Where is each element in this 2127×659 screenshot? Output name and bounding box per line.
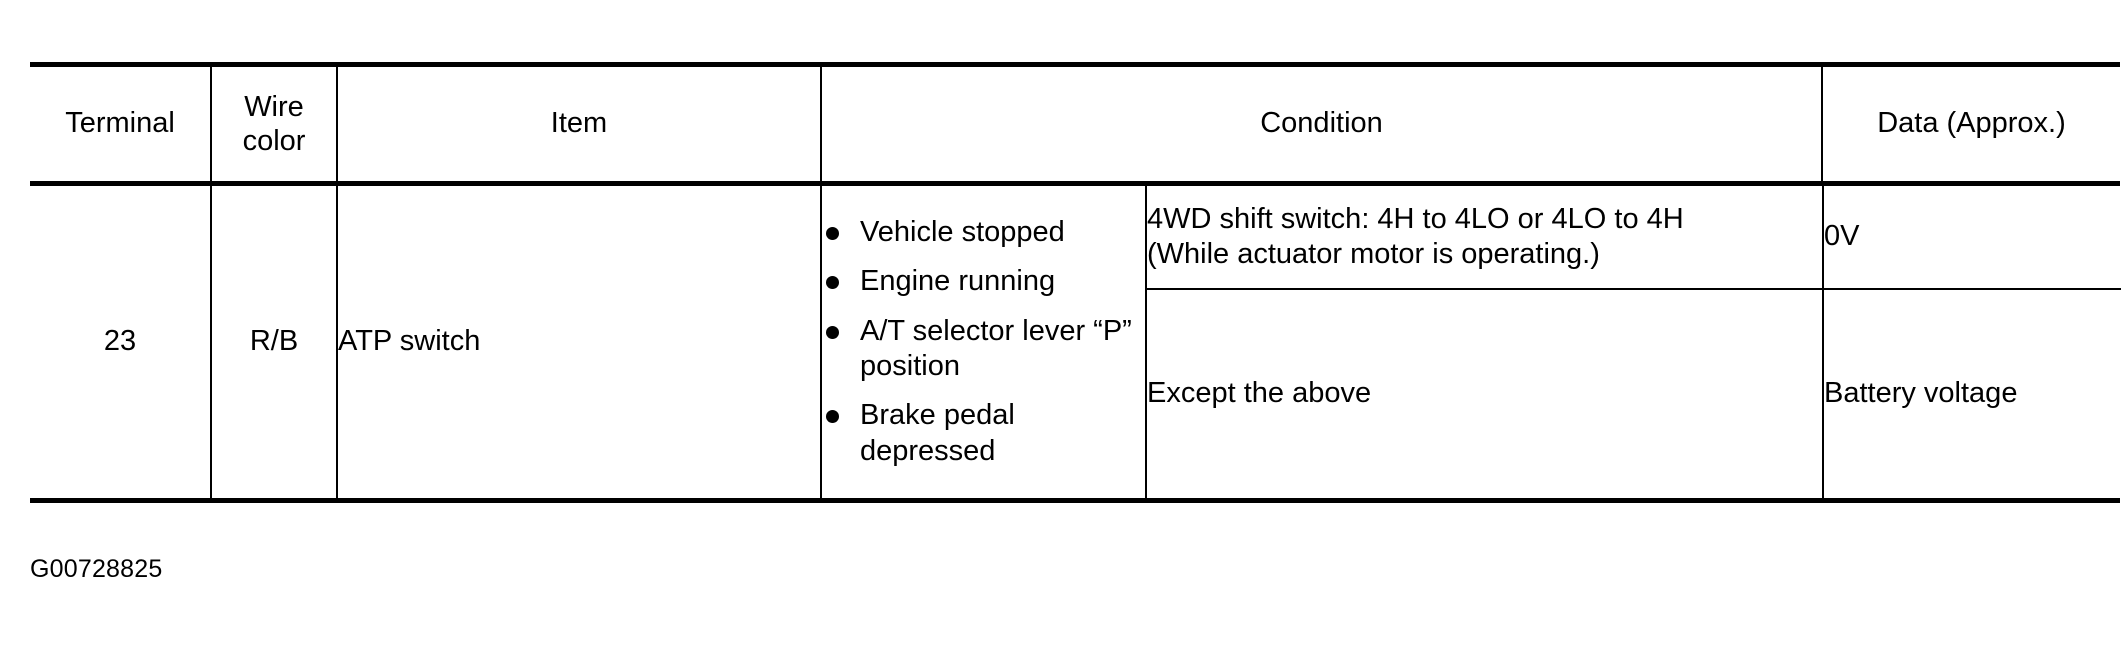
sub-cell-condition: 4WD shift switch: 4H to 4LO or 4LO to 4H… [1147, 186, 1824, 290]
condition-data-subtable: 4WD shift switch: 4H to 4LO or 4LO to 4H… [1147, 186, 2121, 498]
list-item: Engine running [822, 264, 1145, 299]
list-item: Vehicle stopped [822, 215, 1145, 250]
condition-line-1: 4WD shift switch: 4H to 4LO or 4LO to 4H [1147, 202, 1684, 235]
condition-line-2: (While actuator motor is operating.) [1147, 238, 1600, 270]
cell-wire-color: R/B [211, 183, 338, 501]
table-header: Terminal Wire color Item Condition Data … [30, 64, 2120, 186]
terminal-number: 23 [103, 325, 137, 358]
sub-row-except-the-above: Except the above Battery voltage [1147, 289, 2121, 498]
bullet-dot-icon [826, 325, 839, 339]
bullet-dot-icon [826, 276, 839, 290]
table-body: 23 R/B ATP switch Vehicle stopped [30, 183, 2121, 501]
list-item: Brake pedal depressed [822, 398, 1145, 469]
condition-text: A/T selector lever “P” position [860, 314, 1132, 382]
sub-cell-data: 0V [1823, 186, 2121, 290]
header-label-data: Data (Approx.) [1877, 107, 2066, 140]
header-label-condition: Condition [1260, 107, 1383, 140]
condition-text: Brake pedal depressed [860, 399, 1015, 467]
list-item: A/T selector lever “P” position [822, 314, 1145, 385]
column-header-wire-color: Wire color [211, 64, 338, 186]
header-label-wire: Wire [244, 90, 304, 123]
cell-item: ATP switch [337, 183, 822, 501]
condition-bullet-list: Vehicle stopped Engine running A/T selec… [822, 215, 1145, 469]
cell-terminal: 23 [30, 183, 212, 501]
table-row: 23 R/B ATP switch Vehicle stopped [30, 183, 2121, 501]
condition-text: Vehicle stopped [860, 215, 1065, 248]
condition-text: Engine running [860, 265, 1056, 298]
item-name: ATP switch [338, 325, 481, 358]
sub-cell-condition: Except the above [1147, 289, 1824, 498]
cell-condition-prerequisites: Vehicle stopped Engine running A/T selec… [821, 183, 1147, 501]
column-header-data: Data (Approx.) [1822, 64, 2120, 186]
cell-condition-data-pairs: 4WD shift switch: 4H to 4LO or 4LO to 4H… [1146, 184, 2121, 501]
wire-color-value: R/B [249, 325, 299, 358]
sub-row-actuator-operating: 4WD shift switch: 4H to 4LO or 4LO to 4H… [1147, 186, 2121, 290]
column-header-item: Item [337, 64, 822, 186]
bullet-dot-icon [826, 226, 839, 240]
header-label-item: Item [550, 107, 608, 140]
column-header-condition: Condition [821, 64, 1823, 186]
column-header-terminal: Terminal [30, 64, 212, 186]
spec-table-container: Terminal Wire color Item Condition Data … [30, 62, 2121, 503]
figure-caption: G00728825 [30, 555, 163, 583]
header-row: Terminal Wire color Item Condition Data … [30, 64, 2120, 186]
data-value: 0V [1824, 220, 1860, 253]
condition-line-1: Except the above [1147, 377, 1372, 410]
bullet-dot-icon [826, 410, 839, 424]
sub-cell-data: Battery voltage [1823, 289, 2121, 498]
header-label-color: color [242, 125, 306, 157]
terminal-spec-table: Terminal Wire color Item Condition Data … [30, 62, 2121, 503]
header-label-terminal: Terminal [65, 107, 175, 140]
data-value: Battery voltage [1824, 377, 2018, 410]
